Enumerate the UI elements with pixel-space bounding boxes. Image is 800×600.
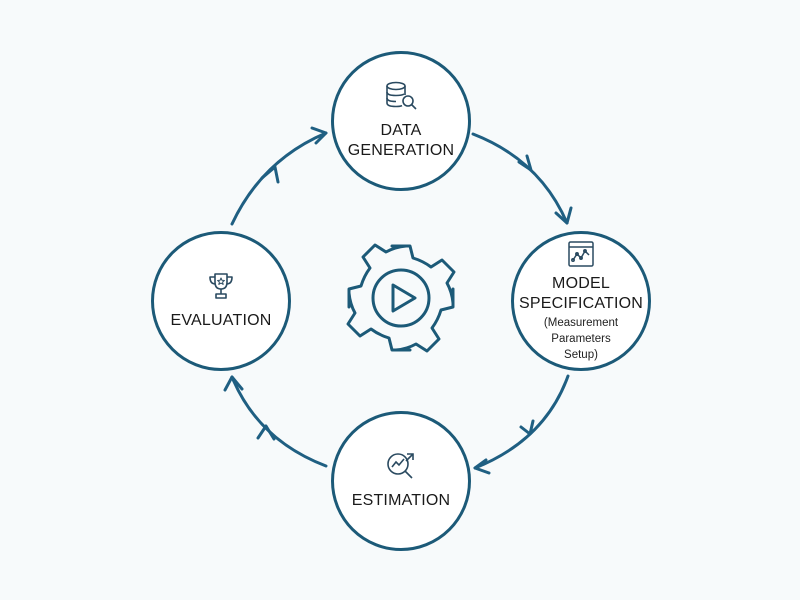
node-label-line: GENERATION — [347, 142, 455, 159]
analytics-magnifier-icon — [387, 453, 414, 479]
node-sublabel-line: Setup) — [564, 349, 598, 361]
database-search-icon — [386, 81, 417, 110]
gear-play-icon — [346, 243, 456, 353]
node-estimation: ESTIMATION — [331, 411, 471, 551]
arrowhead-evaluation-to-datagen-mid — [260, 165, 280, 184]
arrowhead-datagen-to-modelspec-mid — [517, 154, 533, 172]
node-sublabel-line: Parameters — [551, 333, 611, 345]
arrow-evaluation-to-datagen — [230, 131, 328, 226]
chart-window-icon — [568, 241, 594, 267]
arrowhead-evaluation-to-datagen-end — [310, 126, 328, 145]
arrow-modelspec-to-estimation — [473, 374, 570, 470]
node-label-line: ESTIMATION — [351, 492, 451, 509]
node-label-line: EVALUATION — [170, 312, 272, 329]
trophy-icon — [209, 273, 233, 299]
arrow-estimation-to-evaluation — [230, 375, 328, 468]
arrow-datagen-to-modelspec — [471, 132, 569, 225]
node-label-line: MODEL — [552, 275, 610, 292]
node-model-specification: MODEL SPECIFICATION (Measurement Paramet… — [511, 231, 651, 371]
node-evaluation: EVALUATION — [151, 231, 291, 371]
node-sublabel-line: (Measurement — [543, 317, 619, 329]
arrowhead-datagen-to-modelspec-end — [554, 206, 573, 225]
node-data-generation: DATA GENERATION — [331, 51, 471, 191]
arrowhead-estimation-to-evaluation-mid — [256, 424, 276, 441]
node-label-line: DATA — [380, 122, 422, 139]
arrowhead-estimation-to-evaluation-end — [223, 375, 244, 392]
node-label-line: SPECIFICATION — [518, 295, 644, 312]
arrowhead-modelspec-to-estimation-end — [473, 458, 491, 475]
arrowhead-modelspec-to-estimation-mid — [519, 419, 535, 436]
